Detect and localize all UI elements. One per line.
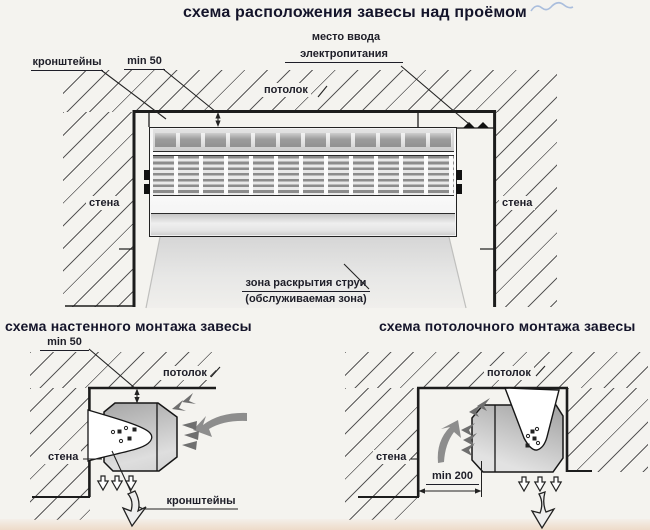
air-jet-zone <box>146 237 466 308</box>
label-jet-line1: зона раскрытия струи <box>242 277 370 292</box>
unit-intake-grille <box>153 155 454 196</box>
unit-right-tab <box>456 184 462 194</box>
ceilmount-fan-inlet <box>503 387 560 451</box>
ceilmount-structure-lines <box>358 386 592 498</box>
scan-edge-strip <box>0 519 650 530</box>
ceilmount-leader-lines <box>411 365 546 460</box>
label-ceiling-wallmount: потолок <box>160 366 210 380</box>
ceilmount-intake-arrow <box>437 420 461 463</box>
ceilmount-unit-outline <box>471 404 564 473</box>
ceilmount-min200-dimension <box>418 461 482 497</box>
label-wall-left-main: стена <box>86 196 123 210</box>
power-entry-marks <box>463 122 489 128</box>
ceilmount-soffit-hatch <box>568 388 648 472</box>
label-wall-right-main: стена <box>499 196 536 210</box>
wallmount-airflow-marks <box>172 393 199 450</box>
label-brackets-wallmount: кронштейны <box>166 495 236 507</box>
ceilmount-outlet-arrows <box>517 476 563 530</box>
label-power-line1: место ввода <box>311 31 381 43</box>
pen-scribble <box>530 1 574 12</box>
label-wall-wallmount: стена <box>45 450 82 464</box>
main-min50-dimension <box>215 112 221 127</box>
unit-top-vent-segments <box>155 133 452 147</box>
ceilmount-airflow-marks <box>461 398 490 456</box>
label-power-line2: электропитания <box>285 48 403 63</box>
ceilmount-fan-marks <box>525 426 541 448</box>
ceilmount-title: схема потолочного монтажа завесы <box>379 318 636 334</box>
wallmount-title: схема настенного монтажа завесы <box>5 318 252 334</box>
label-min200-ceilmount: min 200 <box>426 470 479 485</box>
label-brackets-main: кронштейны <box>31 56 103 71</box>
label-min50-main: min 50 <box>124 55 165 70</box>
label-ceiling-ceilmount: потолок <box>484 366 534 380</box>
wallmount-intake-arrow <box>193 412 247 437</box>
wallmount-outlet-arrows <box>96 475 147 528</box>
unit-top-vent-band <box>153 129 454 152</box>
unit-bottom-panel <box>151 213 455 235</box>
wallmount-fan-marks <box>110 425 137 444</box>
unit-right-tab <box>456 170 462 180</box>
label-jet-line2: (обслуживаемая зона) <box>245 293 367 305</box>
label-wall-ceilmount: стена <box>373 450 410 464</box>
label-ceiling-main: потолок <box>261 83 311 97</box>
label-min50-wallmount: min 50 <box>40 336 89 351</box>
main-title: схема расположения завесы над проёмом <box>183 4 527 21</box>
wallmount-min50-dimension <box>134 388 140 404</box>
main-leader-lines <box>100 65 470 290</box>
wallmount-fan-inlet <box>87 409 153 462</box>
unit-left-tab <box>144 170 150 180</box>
main-structure-lines <box>65 110 497 309</box>
unit-left-tab <box>144 184 150 194</box>
